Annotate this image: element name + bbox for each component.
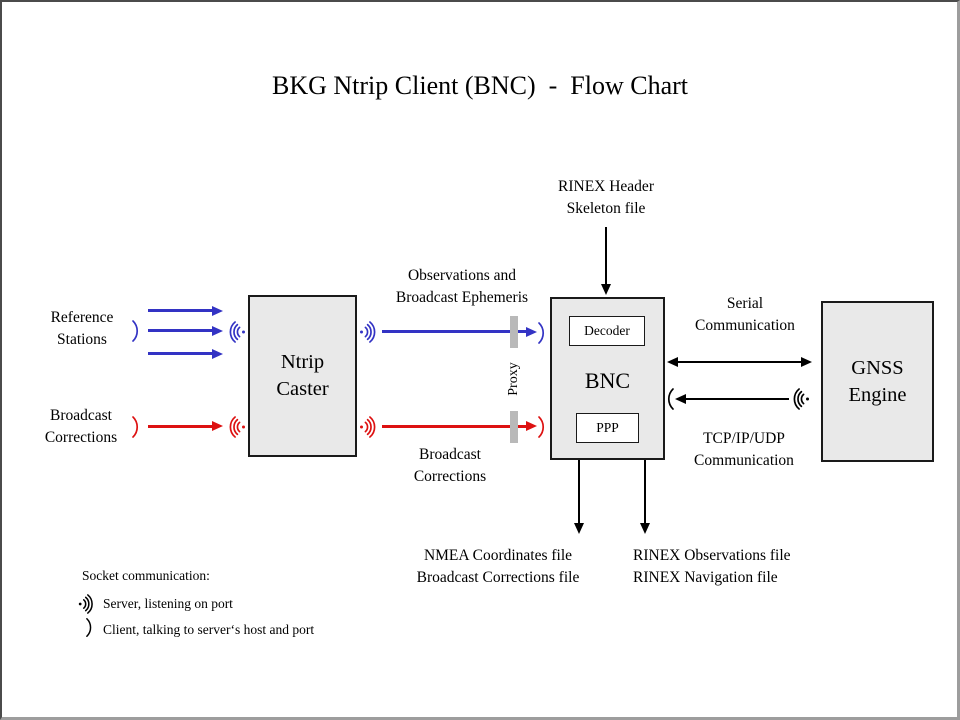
proxy-bar <box>510 411 518 443</box>
rinex-output-label: RINEX Observations file RINEX Navigation… <box>633 547 791 586</box>
arrowhead-left-icon <box>667 357 678 367</box>
arrowhead-right-icon <box>526 327 537 337</box>
arrowhead-down-icon <box>574 523 584 534</box>
serial-arrow <box>678 361 802 363</box>
arrowhead-down-icon <box>640 523 650 534</box>
ntrip-caster-box: Ntrip Caster <box>248 295 357 457</box>
broadcast-corrections-flow-label: Broadcast Corrections <box>413 446 487 485</box>
bnc-label: BNC <box>584 368 631 393</box>
legend-client-text: Client, talking to server‘s host and por… <box>103 622 315 637</box>
proxy-label: Proxy <box>506 362 521 396</box>
broadcast-corrections-input-label: Broadcast Corrections <box>44 407 118 446</box>
client-socket-icon <box>86 618 92 637</box>
gnss-engine-box: GNSS Engine <box>821 301 934 462</box>
arrowhead-right-icon <box>212 349 223 359</box>
rinex-output-arrow <box>644 460 646 525</box>
arrowhead-right-icon <box>526 421 537 431</box>
server-socket-icon <box>359 321 376 343</box>
client-socket-icon <box>538 416 545 438</box>
corrections-stream-arrow <box>148 425 213 428</box>
tcp-communication-label: TCP/IP/UDP Communication <box>694 430 794 469</box>
client-socket-icon <box>538 322 545 344</box>
client-socket-icon <box>132 416 139 438</box>
page-title: BKG Ntrip Client (BNC) - Flow Chart <box>272 71 688 100</box>
reference-stream-arrow <box>148 329 213 332</box>
arrowhead-right-icon <box>212 421 223 431</box>
reference-stream-arrow <box>148 309 213 312</box>
reference-stream-arrow <box>148 352 213 355</box>
arrowhead-left-icon <box>675 394 686 404</box>
reference-stations-label: Reference Stations <box>50 309 114 348</box>
arrowhead-down-icon <box>601 284 611 295</box>
server-socket-icon <box>359 416 376 438</box>
observations-ephemeris-label: Observations and Broadcast Ephemeris <box>395 267 529 306</box>
server-socket-icon <box>793 388 810 410</box>
nmea-output-arrow <box>578 460 580 525</box>
ppp-box: PPP <box>576 413 639 443</box>
server-socket-icon <box>78 594 93 614</box>
arrowhead-right-icon <box>212 326 223 336</box>
corrections-arrow <box>382 425 528 428</box>
legend-title: Socket communication: <box>82 568 210 583</box>
serial-communication-label: Serial Communication <box>695 295 795 334</box>
client-socket-icon <box>132 320 139 342</box>
proxy-bar <box>510 316 518 348</box>
observations-arrow <box>382 330 528 333</box>
rinex-header-label: RINEX Header Skeleton file <box>558 178 654 217</box>
server-socket-icon <box>229 321 246 343</box>
client-socket-icon <box>667 388 674 410</box>
arrowhead-right-icon <box>212 306 223 316</box>
legend-server-text: Server, listening on port <box>103 596 233 611</box>
decoder-box: Decoder <box>569 316 645 346</box>
arrowhead-right-icon <box>801 357 812 367</box>
nmea-output-label: NMEA Coordinates file Broadcast Correcti… <box>416 547 580 586</box>
rinex-header-arrow <box>605 227 607 286</box>
server-socket-icon <box>229 416 246 438</box>
tcp-arrow <box>686 398 789 400</box>
